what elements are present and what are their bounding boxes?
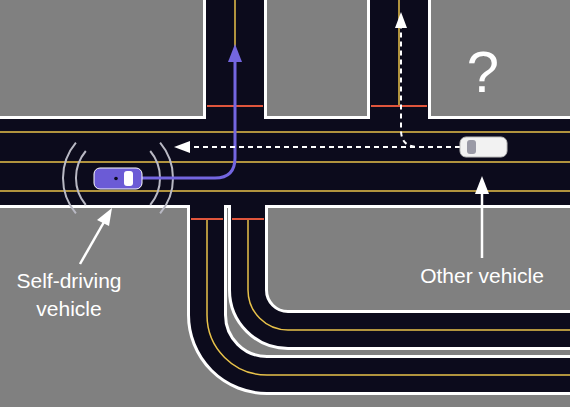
- callout-label: Other vehicle: [402, 262, 562, 290]
- arrowhead: [174, 141, 190, 153]
- self-driving-car: [94, 168, 142, 189]
- sensor-arc: [76, 151, 86, 205]
- predicted-path: [401, 28, 460, 147]
- lane-lines: [0, 0, 570, 375]
- road-surfaces: [207, 200, 570, 375]
- arrowhead: [97, 208, 112, 226]
- arrowhead: [395, 12, 407, 28]
- lower-road: [190, 203, 224, 223]
- lane-line: [0, 131, 570, 133]
- lower-road-border: [207, 200, 570, 375]
- lane-line: [398, 0, 400, 106]
- question-mark: ?: [453, 38, 513, 106]
- lane-line: [0, 161, 570, 163]
- lower-road: [231, 203, 265, 223]
- main-road-border: [0, 116, 570, 208]
- callout-label: Self-driving vehicle: [2, 267, 136, 323]
- leader-line: [481, 192, 484, 258]
- stop-line: [232, 218, 264, 220]
- road-borders: [207, 200, 570, 375]
- sensor-dot: [114, 177, 118, 181]
- side-road: [370, 0, 428, 122]
- other-car: [460, 137, 507, 157]
- lower-road: [207, 200, 570, 375]
- lower-road: [248, 200, 570, 330]
- stop-line: [371, 105, 427, 107]
- lane-line: [207, 220, 570, 375]
- stop-line: [191, 218, 223, 220]
- main-road: [0, 119, 570, 205]
- lower-road-border: [248, 200, 570, 330]
- stop-lines: [191, 106, 427, 219]
- arrowhead: [228, 44, 242, 62]
- windshield: [467, 140, 476, 154]
- planned-path: [140, 60, 235, 178]
- arrowhead: [475, 176, 489, 194]
- leader-line: [80, 222, 104, 264]
- windshield: [124, 171, 133, 186]
- lane-line: [248, 220, 570, 330]
- sensor-arc: [63, 143, 76, 214]
